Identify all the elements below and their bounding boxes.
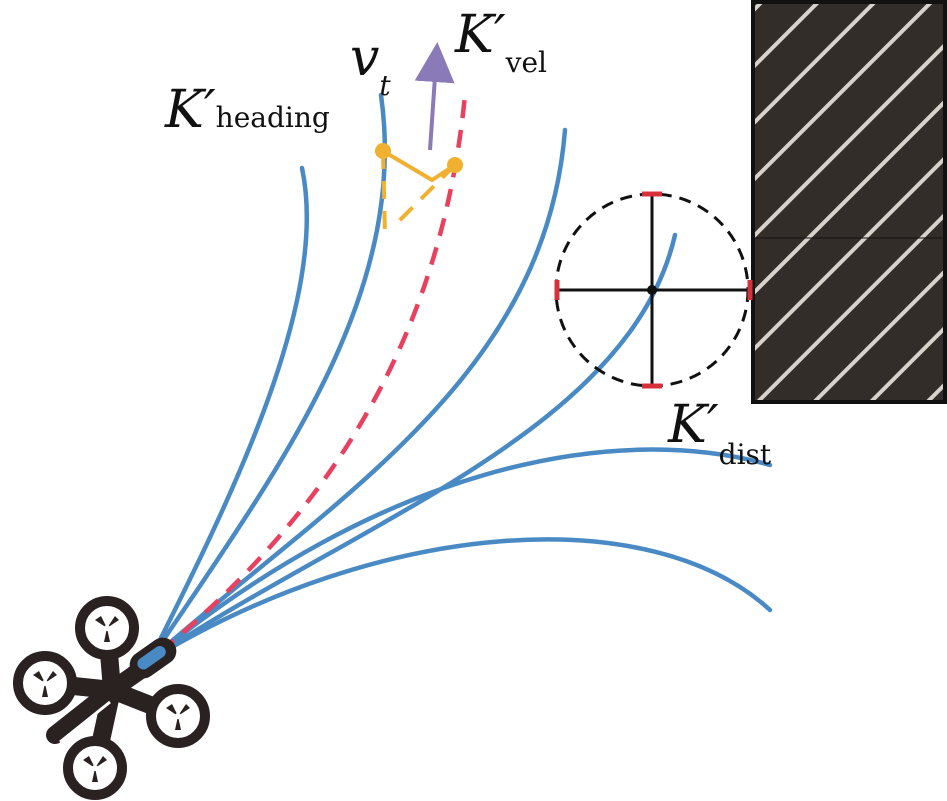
- distance-check: [554, 191, 753, 389]
- trajectory-5: [147, 447, 773, 663]
- label-main: K′: [668, 395, 719, 455]
- candidate-trajectories: [147, 92, 773, 663]
- trajectory-1: [147, 165, 310, 663]
- label-sub: t: [379, 69, 391, 102]
- trajectory-3: [147, 127, 568, 663]
- label-k-vel: K′vel: [455, 5, 547, 79]
- trajectory-2: [147, 92, 388, 663]
- label-k-heading: K′heading: [165, 80, 330, 140]
- drone-icon: [13, 596, 210, 800]
- heading-error: [375, 143, 463, 236]
- velocity-arrow: [414, 42, 455, 151]
- label-vt: vt: [350, 28, 391, 102]
- label-main: v: [350, 28, 380, 88]
- label-sub: vel: [505, 46, 547, 79]
- label-main: K′: [165, 80, 216, 140]
- label-sub: heading: [215, 101, 330, 134]
- trajectory-4: [147, 232, 678, 663]
- label-main: K′: [455, 5, 506, 65]
- obstacle: [751, 0, 947, 404]
- trajectory-6: [147, 537, 773, 663]
- label-sub: dist: [718, 438, 772, 471]
- selected-trajectory: [158, 94, 468, 654]
- label-k-dist: K′dist: [668, 395, 771, 471]
